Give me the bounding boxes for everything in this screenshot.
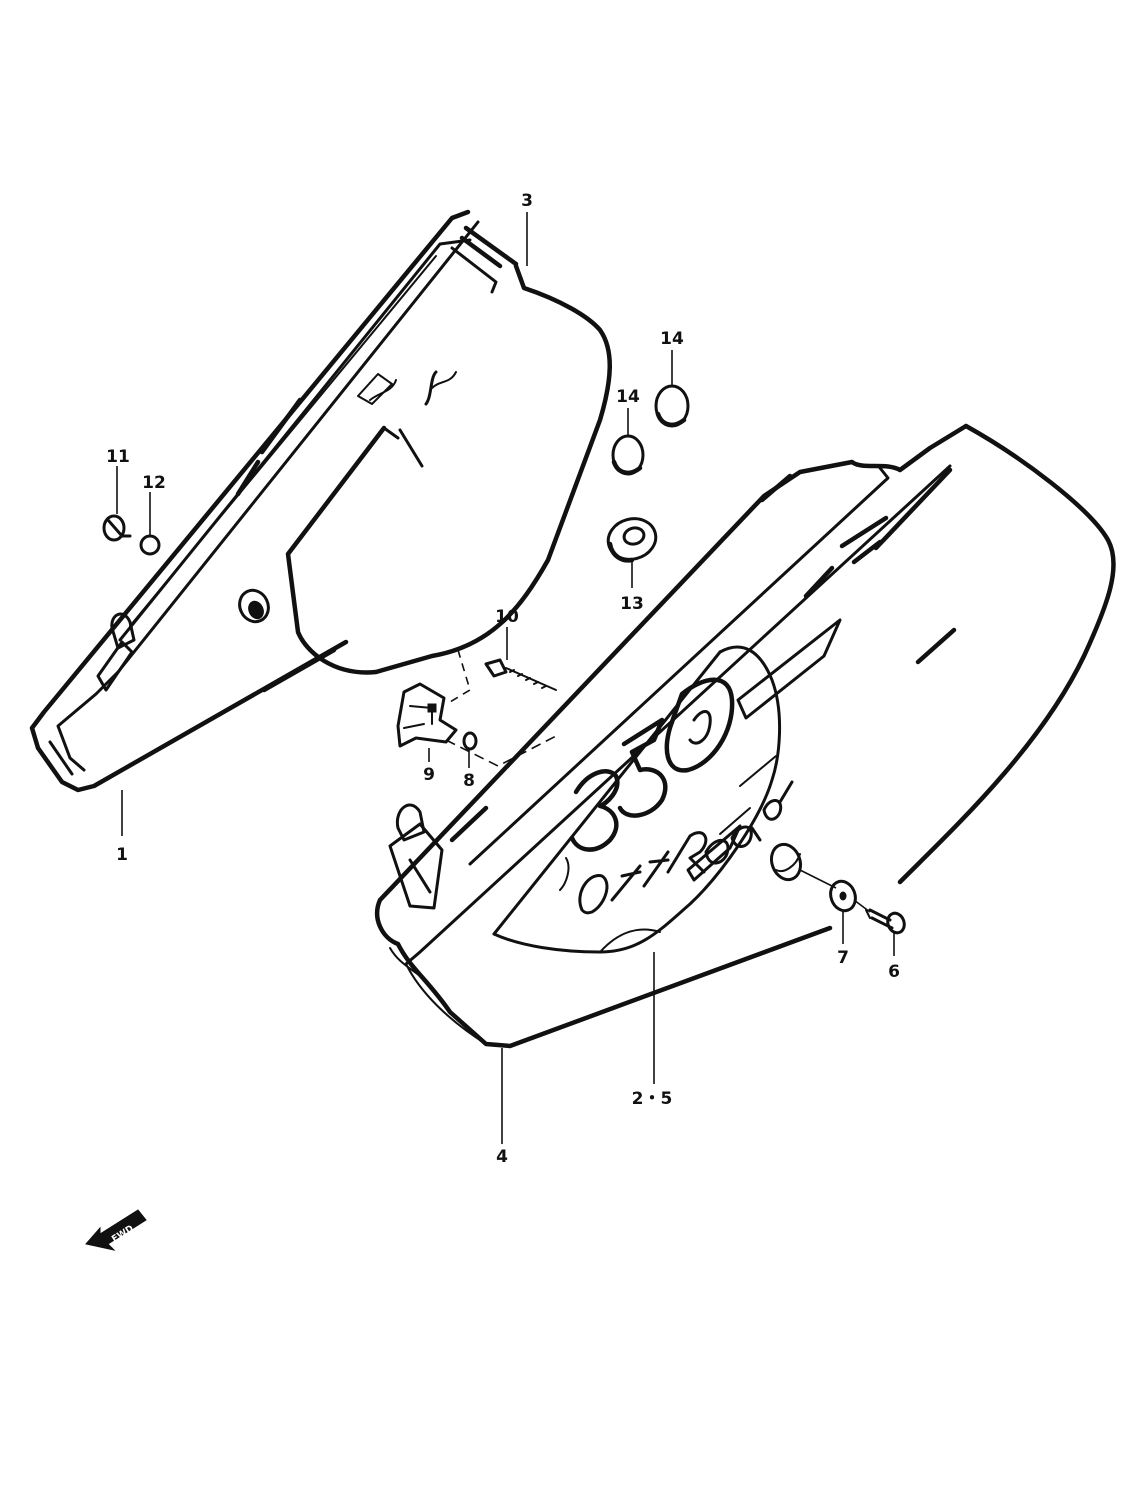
callout-7: 7 [837, 948, 849, 968]
callout-6: 6 [888, 962, 900, 982]
callout-1: 1 [116, 845, 128, 865]
grommet [606, 517, 658, 563]
callout-13: 13 [620, 594, 644, 614]
callout-labels: 3 1 14 14 11 12 13 10 9 8 2・5 4 7 6 [106, 191, 900, 1167]
screw-left [102, 514, 132, 542]
cushion-lower [611, 434, 645, 476]
callout-14-upper: 14 [660, 329, 684, 349]
damper-rubber [769, 842, 803, 882]
leader-lines [116, 212, 895, 1144]
callout-12: 12 [142, 473, 166, 493]
right-frame-cover [374, 423, 1116, 1049]
callout-14-lower: 14 [616, 387, 640, 407]
forward-arrow-icon [85, 1209, 147, 1251]
screw [484, 658, 557, 691]
callout-2-5: 2・5 [632, 1089, 673, 1109]
callout-11: 11 [106, 447, 130, 467]
callout-9: 9 [423, 765, 435, 785]
emblem-plate [285, 263, 612, 675]
washer [829, 879, 857, 913]
callout-8: 8 [463, 771, 475, 791]
callout-10: 10 [495, 607, 519, 627]
bolt [865, 908, 906, 935]
collar [462, 731, 478, 751]
forward-direction-badge: FWD [85, 1209, 147, 1251]
left-frame-cover [29, 209, 519, 793]
mounting-bracket [396, 682, 458, 748]
callout-3: 3 [521, 191, 533, 211]
washer-left [139, 534, 161, 556]
decal-lettering [559, 677, 794, 915]
cushion-upper [654, 384, 690, 428]
callout-4: 4 [496, 1147, 508, 1167]
